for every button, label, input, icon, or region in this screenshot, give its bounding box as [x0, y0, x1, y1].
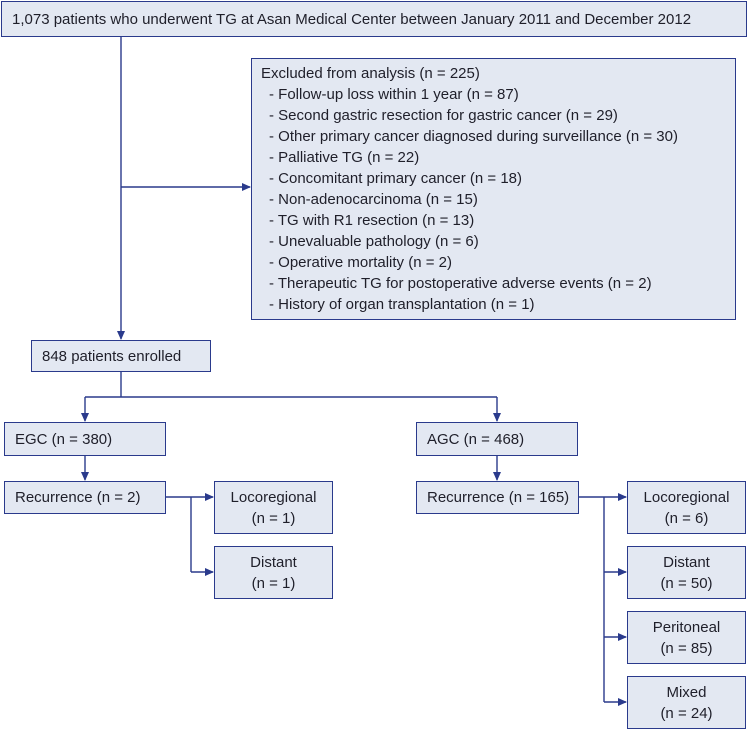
agc-locoregional-label: Locoregional — [643, 488, 730, 506]
agc-recurrence-text: Recurrence (n = 165) — [427, 489, 570, 506]
egc-recurrence-text: Recurrence (n = 2) — [15, 489, 141, 506]
agc-locoregional-count: (n = 6) — [664, 509, 709, 527]
excluded-item: - Other primary cancer diagnosed during … — [269, 128, 678, 145]
egc-box: EGC (n = 380) — [4, 422, 166, 456]
agc-box: AGC (n = 468) — [416, 422, 578, 456]
excluded-item: - Concomitant primary cancer (n = 18) — [269, 170, 523, 187]
egc-distant-label: Distant — [250, 553, 297, 571]
enrolled-box: 848 patients enrolled — [31, 340, 211, 372]
agc-peritoneal-label: Peritoneal — [652, 618, 721, 636]
egc-locoregional-label: Locoregional — [230, 488, 317, 506]
agc-locoregional-box: Locoregional (n = 6) — [627, 481, 746, 534]
agc-peritoneal-count: (n = 85) — [660, 639, 713, 657]
excluded-item: - Second gastric resection for gastric c… — [269, 107, 618, 124]
excluded-item: - TG with R1 resection (n = 13) — [269, 212, 475, 229]
excluded-item: - Follow-up loss within 1 year (n = 87) — [269, 86, 519, 103]
excluded-item: - Unevaluable pathology (n = 6) — [269, 233, 479, 250]
egc-text: EGC (n = 380) — [15, 430, 113, 448]
excluded-item: - Non-adenocarcinoma (n = 15) — [269, 191, 478, 208]
excluded-box: Excluded from analysis (n = 225) - Follo… — [251, 58, 736, 320]
egc-distant-count: (n = 1) — [251, 574, 296, 592]
excluded-item: - History of organ transplantation (n = … — [269, 296, 535, 313]
agc-recurrence-box: Recurrence (n = 165) — [416, 481, 579, 514]
excluded-title: Excluded from analysis (n = 225) — [261, 65, 480, 82]
egc-locoregional-box: Locoregional (n = 1) — [214, 481, 333, 534]
agc-distant-count: (n = 50) — [660, 574, 713, 592]
excluded-item: - Operative mortality (n = 2) — [269, 254, 452, 271]
total-patients-box: 1,073 patients who underwent TG at Asan … — [1, 1, 747, 37]
agc-mixed-label: Mixed — [666, 683, 707, 701]
enrolled-text: 848 patients enrolled — [42, 347, 182, 365]
excluded-item: - Therapeutic TG for postoperative adver… — [269, 275, 652, 292]
excluded-item: - Palliative TG (n = 22) — [269, 149, 420, 166]
agc-text: AGC (n = 468) — [427, 430, 525, 448]
agc-peritoneal-box: Peritoneal (n = 85) — [627, 611, 746, 664]
agc-mixed-count: (n = 24) — [660, 704, 713, 722]
egc-distant-box: Distant (n = 1) — [214, 546, 333, 599]
agc-distant-box: Distant (n = 50) — [627, 546, 746, 599]
egc-locoregional-count: (n = 1) — [251, 509, 296, 527]
agc-mixed-box: Mixed (n = 24) — [627, 676, 746, 729]
total-patients-text: 1,073 patients who underwent TG at Asan … — [12, 10, 692, 28]
agc-distant-label: Distant — [663, 553, 710, 571]
egc-recurrence-box: Recurrence (n = 2) — [4, 481, 166, 514]
excluded-list: - Follow-up loss within 1 year (n = 87) … — [261, 84, 735, 315]
